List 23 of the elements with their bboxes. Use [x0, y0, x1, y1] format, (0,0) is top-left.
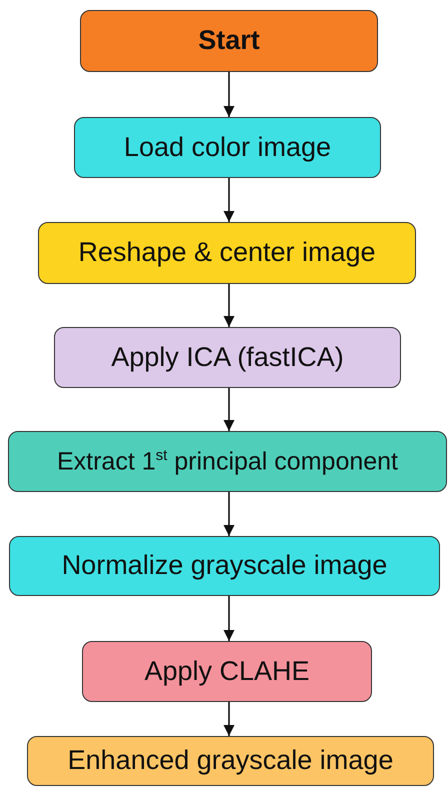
process-box [9, 536, 440, 596]
process-box [80, 10, 378, 72]
arrow [223, 284, 235, 327]
process-box [54, 327, 401, 388]
process-box [74, 117, 381, 178]
box-label: Apply ICA (fastICA) [111, 342, 344, 372]
process-box [27, 736, 434, 786]
arrow [223, 702, 235, 736]
arrow [223, 178, 235, 222]
process-box [8, 431, 447, 492]
box-label: Extract 1$^{st}$ principal component [56, 448, 398, 476]
box-label: Load color image [124, 132, 332, 162]
arrow [223, 596, 235, 641]
arrow [223, 72, 235, 117]
arrow [223, 492, 235, 536]
box-label: Start [198, 26, 260, 56]
box-label: Normalize grayscale image [62, 551, 388, 581]
process-box [38, 222, 416, 284]
box-label: Reshape & center image [78, 238, 376, 268]
box-label: Apply CLAHE [144, 656, 310, 686]
process-box [82, 641, 372, 702]
arrow [223, 388, 235, 431]
box-label: Enhanced grayscale image [68, 746, 394, 776]
